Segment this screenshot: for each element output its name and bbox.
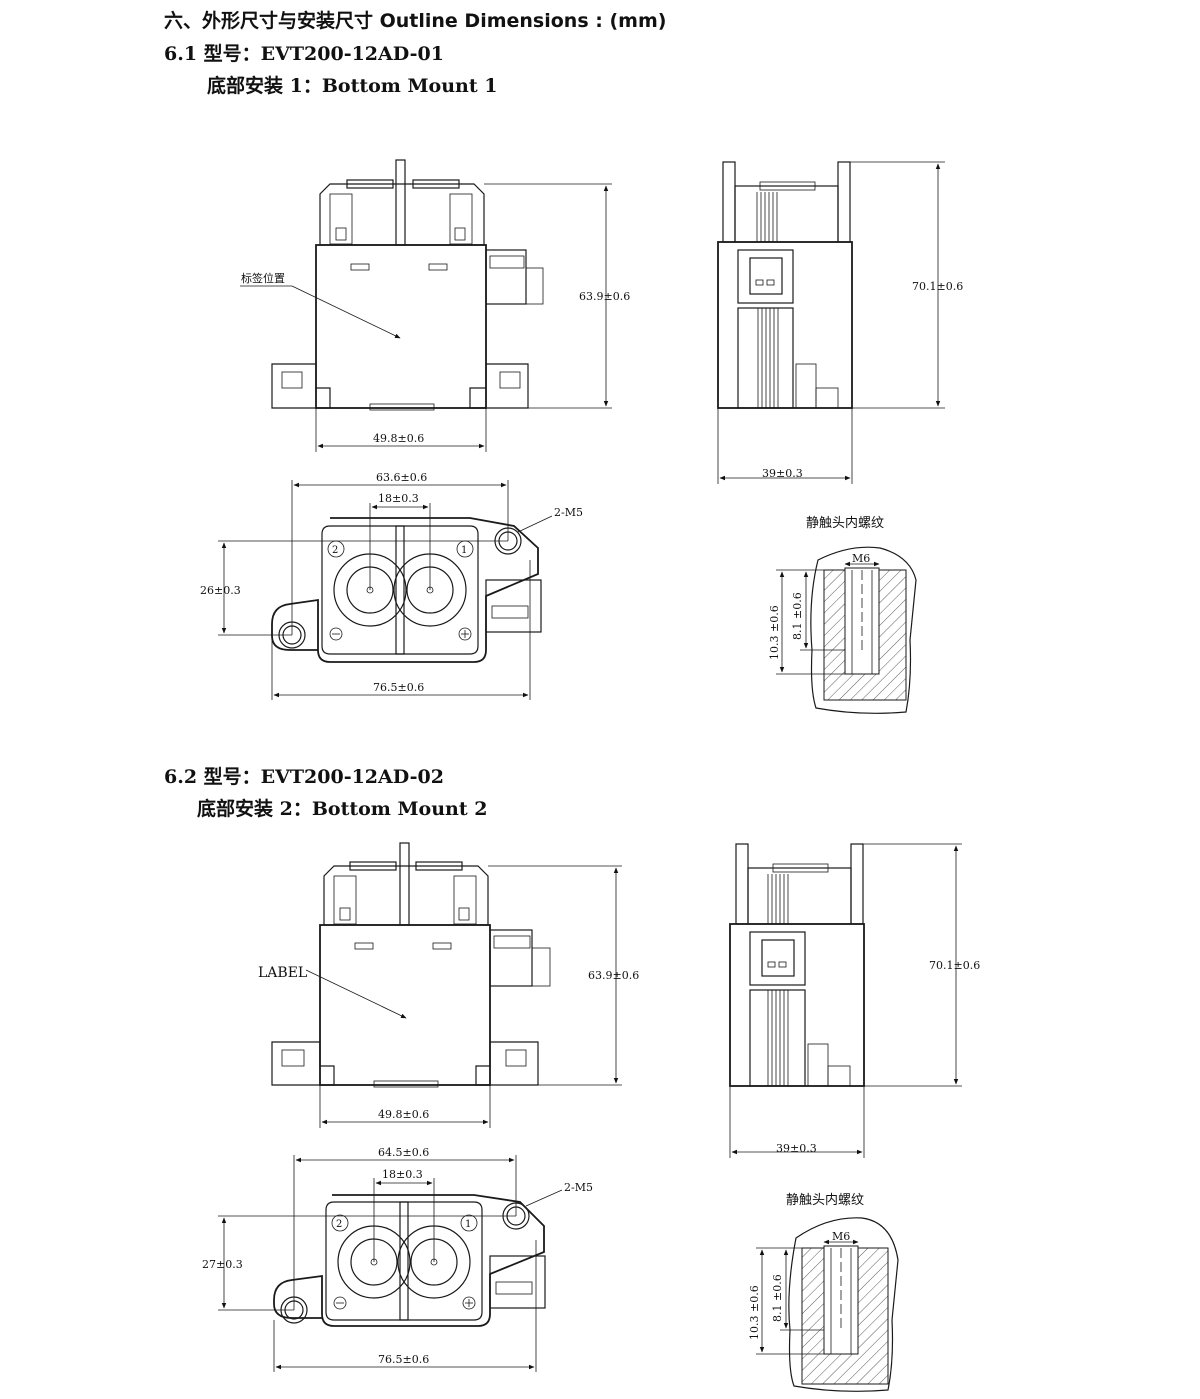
dim-mount-width-2: 76.5±0.6 <box>378 1353 429 1366</box>
thread-detail-1 <box>776 546 917 714</box>
model-line-2: 6.2 型号：EVT200-12AD-02 <box>164 766 444 788</box>
dim-mount-width-1: 76.5±0.6 <box>373 681 424 694</box>
front-view-1 <box>240 159 612 452</box>
thread-depth-outer-2: 10.3 ±0.6 <box>748 1285 761 1340</box>
dim-side-width-2: 39±0.3 <box>776 1142 817 1155</box>
thread-depth-outer-1: 10.3 ±0.6 <box>768 605 781 660</box>
dim-height-1: 63.9±0.6 <box>579 290 630 303</box>
dim-hole-offset-2: 27±0.3 <box>202 1258 243 1271</box>
dim-top-overall-1: 63.6±0.6 <box>376 471 427 484</box>
thread-size-2: M6 <box>832 1230 850 1243</box>
terminal-1-label-1: 1 <box>461 545 467 556</box>
top-view-2 <box>218 1155 563 1372</box>
hole-callout-2: 2-M5 <box>564 1181 593 1194</box>
front-view-2 <box>271 842 622 1128</box>
top-view-1 <box>218 480 553 700</box>
thread-depth-inner-1: 8.1 ±0.6 <box>791 592 804 640</box>
dim-terminal-pitch-2: 18±0.3 <box>382 1168 423 1181</box>
dim-hole-offset-1: 26±0.3 <box>200 584 241 597</box>
thread-depth-inner-2: 8.1 ±0.6 <box>771 1274 784 1322</box>
thread-size-1: M6 <box>852 552 870 565</box>
dim-side-height-1: 70.1±0.6 <box>912 280 963 293</box>
label-text-2: LABEL <box>258 965 307 981</box>
thread-detail-2 <box>756 1217 899 1392</box>
terminal-2-label-2: 2 <box>336 1219 342 1230</box>
mount-line-2: 底部安装 2：Bottom Mount 2 <box>197 798 488 820</box>
side-view-1 <box>717 161 945 484</box>
dim-side-height-2: 70.1±0.6 <box>929 959 980 972</box>
hole-callout-1: 2-M5 <box>554 506 583 519</box>
model-line-1: 6.1 型号：EVT200-12AD-01 <box>164 43 444 65</box>
side-view-2 <box>729 843 962 1158</box>
dim-side-width-1: 39±0.3 <box>762 467 803 480</box>
dim-height-2: 63.9±0.6 <box>588 969 639 982</box>
thread-title-2: 静触头内螺纹 <box>786 1192 864 1208</box>
terminal-2-label-1: 2 <box>332 545 338 556</box>
mount-line-1: 底部安装 1：Bottom Mount 1 <box>207 75 498 97</box>
dim-terminal-pitch-1: 18±0.3 <box>378 492 419 505</box>
label-position-text: 标签位置 <box>241 271 285 285</box>
thread-title-1: 静触头内螺纹 <box>806 515 884 531</box>
dim-width-1: 49.8±0.6 <box>373 432 424 445</box>
dim-top-overall-2: 64.5±0.6 <box>378 1146 429 1159</box>
section-title: 六、外形尺寸与安装尺寸 Outline Dimensions : (mm) <box>164 10 667 32</box>
dim-width-2: 49.8±0.6 <box>378 1108 429 1121</box>
terminal-1-label-2: 1 <box>465 1219 471 1230</box>
